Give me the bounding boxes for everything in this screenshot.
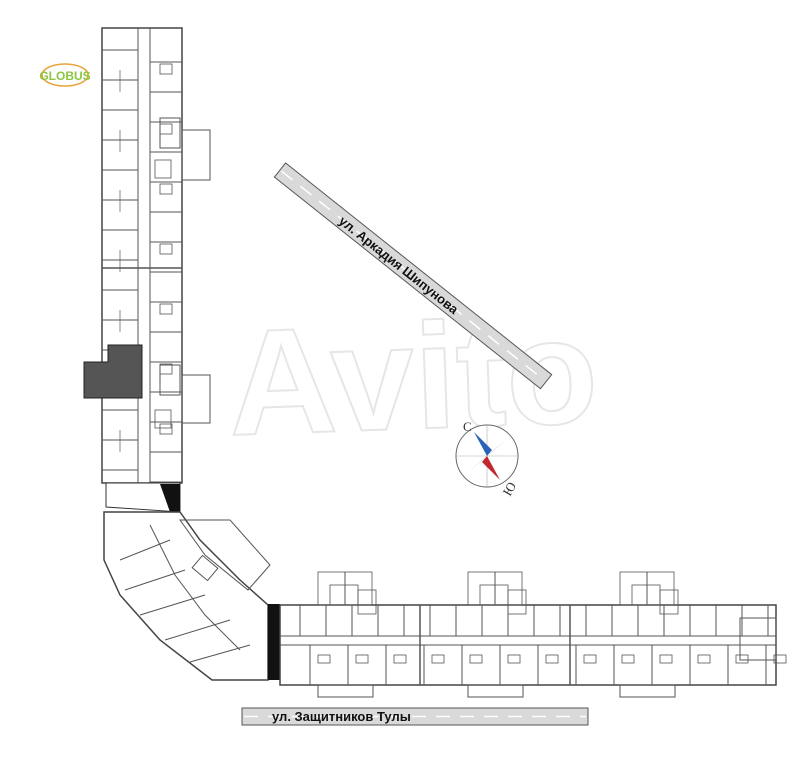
room-element [431,654,445,664]
logo-text: GLOBUS [39,69,90,83]
highlighted-apartment[interactable] [83,344,143,399]
room-element [697,654,711,664]
room-element [159,63,173,75]
horizontal-wing [279,571,787,698]
room-element [159,183,173,195]
room-element [469,654,483,664]
corner-wing [103,511,271,681]
room-element [659,589,679,615]
street-label-zashchitnikov-tuly: ул. Защитников Тулы [272,709,411,724]
room-element [329,584,359,606]
street-horizontal: ул. Защитников Тулы [241,707,589,726]
compass-south-label: Ю [499,479,519,498]
compass-needle-north [474,432,492,456]
room-element [355,654,369,664]
room-element [507,589,527,615]
room-element [773,654,787,664]
room-element [545,654,559,664]
room-element [631,584,661,606]
room-element [735,654,749,664]
room-element [583,654,597,664]
room-element [317,654,331,664]
room-element [507,654,521,664]
passage-corner [268,604,280,680]
compass-north-label: С [463,419,472,434]
compass-needle-south [482,456,500,480]
room-element [159,243,173,255]
room-element [159,423,173,435]
vertical-wing [101,27,211,484]
room-element [621,654,635,664]
room-element [393,654,407,664]
room-element [159,123,173,135]
logo: GLOBUS [39,63,91,87]
room-element [659,654,673,664]
room-element [159,303,173,315]
compass: С Ю [455,419,519,498]
room-element [479,584,509,606]
room-element [357,589,377,615]
